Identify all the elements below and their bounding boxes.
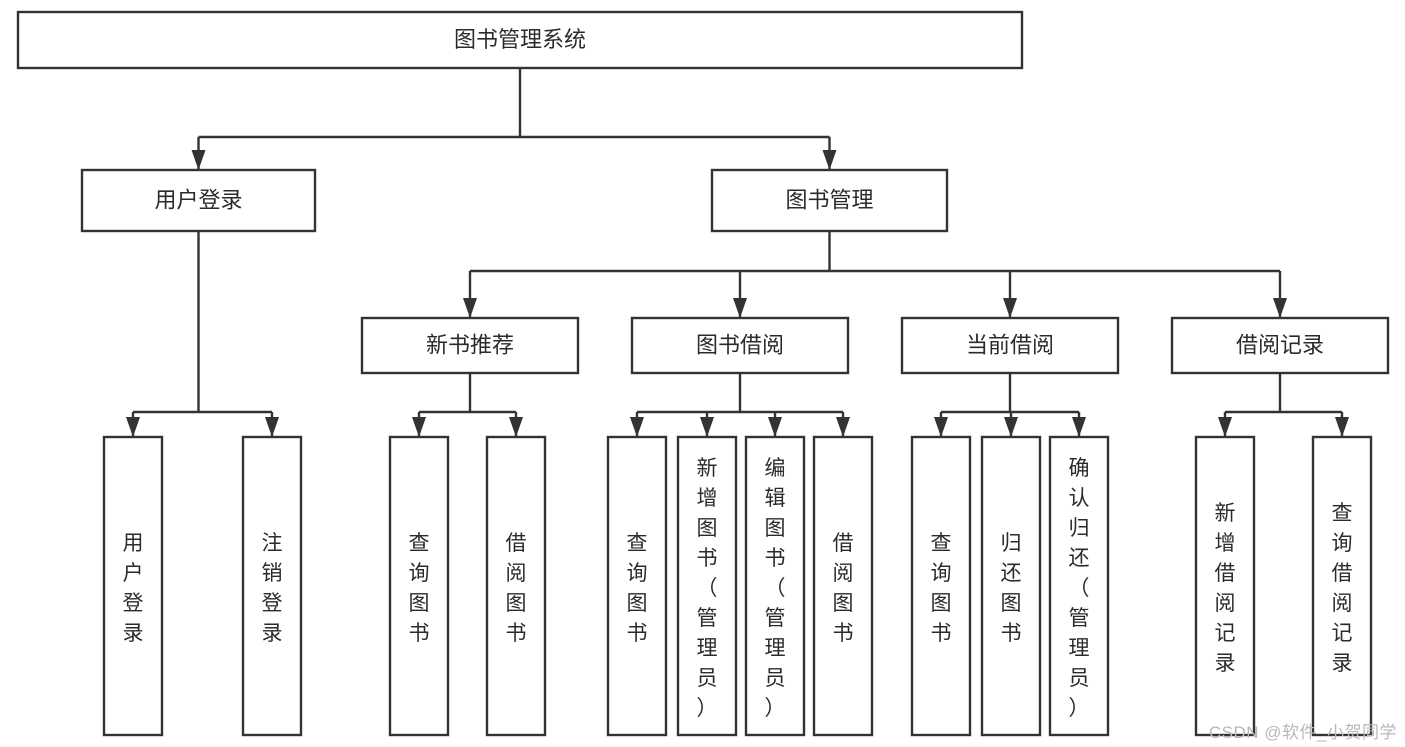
node-label: 查询借阅记录: [1332, 502, 1353, 675]
node-label: 编辑图书（管理员）: [765, 457, 786, 720]
node-label: 用户登录: [154, 187, 242, 212]
node-label: 当前借阅: [966, 332, 1054, 357]
node-box[interactable]: [16, 10, 1024, 70]
arrow-head: [768, 417, 782, 437]
node-label: 新增图书（管理员）: [697, 457, 718, 720]
node-current-borrow[interactable]: 当前借阅: [900, 316, 1120, 375]
arrow-head: [630, 417, 644, 437]
arrow-head: [1004, 417, 1018, 437]
node-label: 确认归还（管理员）: [1069, 457, 1090, 720]
arrow-head: [1335, 417, 1349, 437]
arrow-head: [822, 150, 837, 170]
arrow-head: [1218, 417, 1232, 437]
node-leaf-borrow-book-1[interactable]: 借阅图书: [485, 435, 547, 737]
arrow-head: [733, 298, 747, 318]
arrow-head: [700, 417, 714, 437]
node-leaf-confirm-return[interactable]: 确认归还（管理员）: [1048, 435, 1110, 737]
node-root[interactable]: 图书管理系统: [16, 10, 1024, 70]
node-label: 图书管理系统: [454, 27, 586, 52]
node-label: 查询图书: [627, 532, 648, 645]
node-label: 查询图书: [931, 532, 952, 645]
node-box[interactable]: [900, 316, 1120, 375]
node-label: 归还图书: [1001, 532, 1022, 645]
watermark-label: CSDN @软件_小贺同学: [1208, 723, 1397, 742]
arrow-head: [836, 417, 850, 437]
node-label: 借阅图书: [506, 532, 527, 645]
node-label: 查询图书: [409, 532, 430, 645]
arrow-head: [265, 417, 279, 437]
node-box[interactable]: [388, 435, 450, 737]
node-leaf-user-login[interactable]: 用户登录: [102, 435, 164, 737]
arrow-head: [126, 417, 140, 437]
node-book-manage[interactable]: 图书管理: [710, 168, 949, 233]
arrow-head: [1273, 298, 1287, 318]
node-leaf-add-book[interactable]: 新增图书（管理员）: [676, 435, 738, 737]
node-box[interactable]: [630, 316, 850, 375]
node-box[interactable]: [360, 316, 580, 375]
node-label: 图书管理: [785, 187, 873, 212]
node-leaf-borrow-book-2[interactable]: 借阅图书: [812, 435, 874, 737]
node-box[interactable]: [812, 435, 874, 737]
node-box[interactable]: [676, 435, 738, 737]
node-box[interactable]: [910, 435, 972, 737]
node-box[interactable]: [744, 435, 806, 737]
arrow-head: [1072, 417, 1086, 437]
arrow-head: [463, 298, 477, 318]
node-leaf-user-logout[interactable]: 注销登录: [241, 435, 303, 737]
node-label: 新书推荐: [426, 332, 514, 357]
node-box[interactable]: [1311, 435, 1373, 737]
node-leaf-add-record[interactable]: 新增借阅记录: [1194, 435, 1256, 737]
node-leaf-query-record[interactable]: 查询借阅记录: [1311, 435, 1373, 737]
node-box[interactable]: [1194, 435, 1256, 737]
arrow-head: [509, 417, 523, 437]
node-label: 借阅图书: [833, 532, 854, 645]
node-box[interactable]: [710, 168, 949, 233]
node-box[interactable]: [102, 435, 164, 737]
node-box[interactable]: [980, 435, 1042, 737]
node-leaf-edit-book[interactable]: 编辑图书（管理员）: [744, 435, 806, 737]
node-label: 注销登录: [262, 532, 283, 645]
node-new-book-recommend[interactable]: 新书推荐: [360, 316, 580, 375]
node-book-borrow[interactable]: 图书借阅: [630, 316, 850, 375]
node-borrow-record[interactable]: 借阅记录: [1170, 316, 1390, 375]
node-box[interactable]: [606, 435, 668, 737]
node-leaf-query-book-2[interactable]: 查询图书: [606, 435, 668, 737]
node-user-login[interactable]: 用户登录: [80, 168, 317, 233]
node-label: 图书借阅: [696, 332, 784, 357]
node-box[interactable]: [1048, 435, 1110, 737]
node-leaf-query-book-1[interactable]: 查询图书: [388, 435, 450, 737]
node-box[interactable]: [485, 435, 547, 737]
arrow-head: [1003, 298, 1017, 318]
node-label: 新增借阅记录: [1215, 502, 1236, 675]
node-box[interactable]: [1170, 316, 1390, 375]
node-leaf-query-book-3[interactable]: 查询图书: [910, 435, 972, 737]
node-box[interactable]: [80, 168, 317, 233]
node-label: 借阅记录: [1236, 332, 1324, 357]
node-leaf-return-book[interactable]: 归还图书: [980, 435, 1042, 737]
arrow-head: [191, 150, 206, 170]
node-label: 用户登录: [123, 532, 144, 645]
node-box[interactable]: [241, 435, 303, 737]
arrow-head: [412, 417, 426, 437]
arrow-head: [934, 417, 948, 437]
